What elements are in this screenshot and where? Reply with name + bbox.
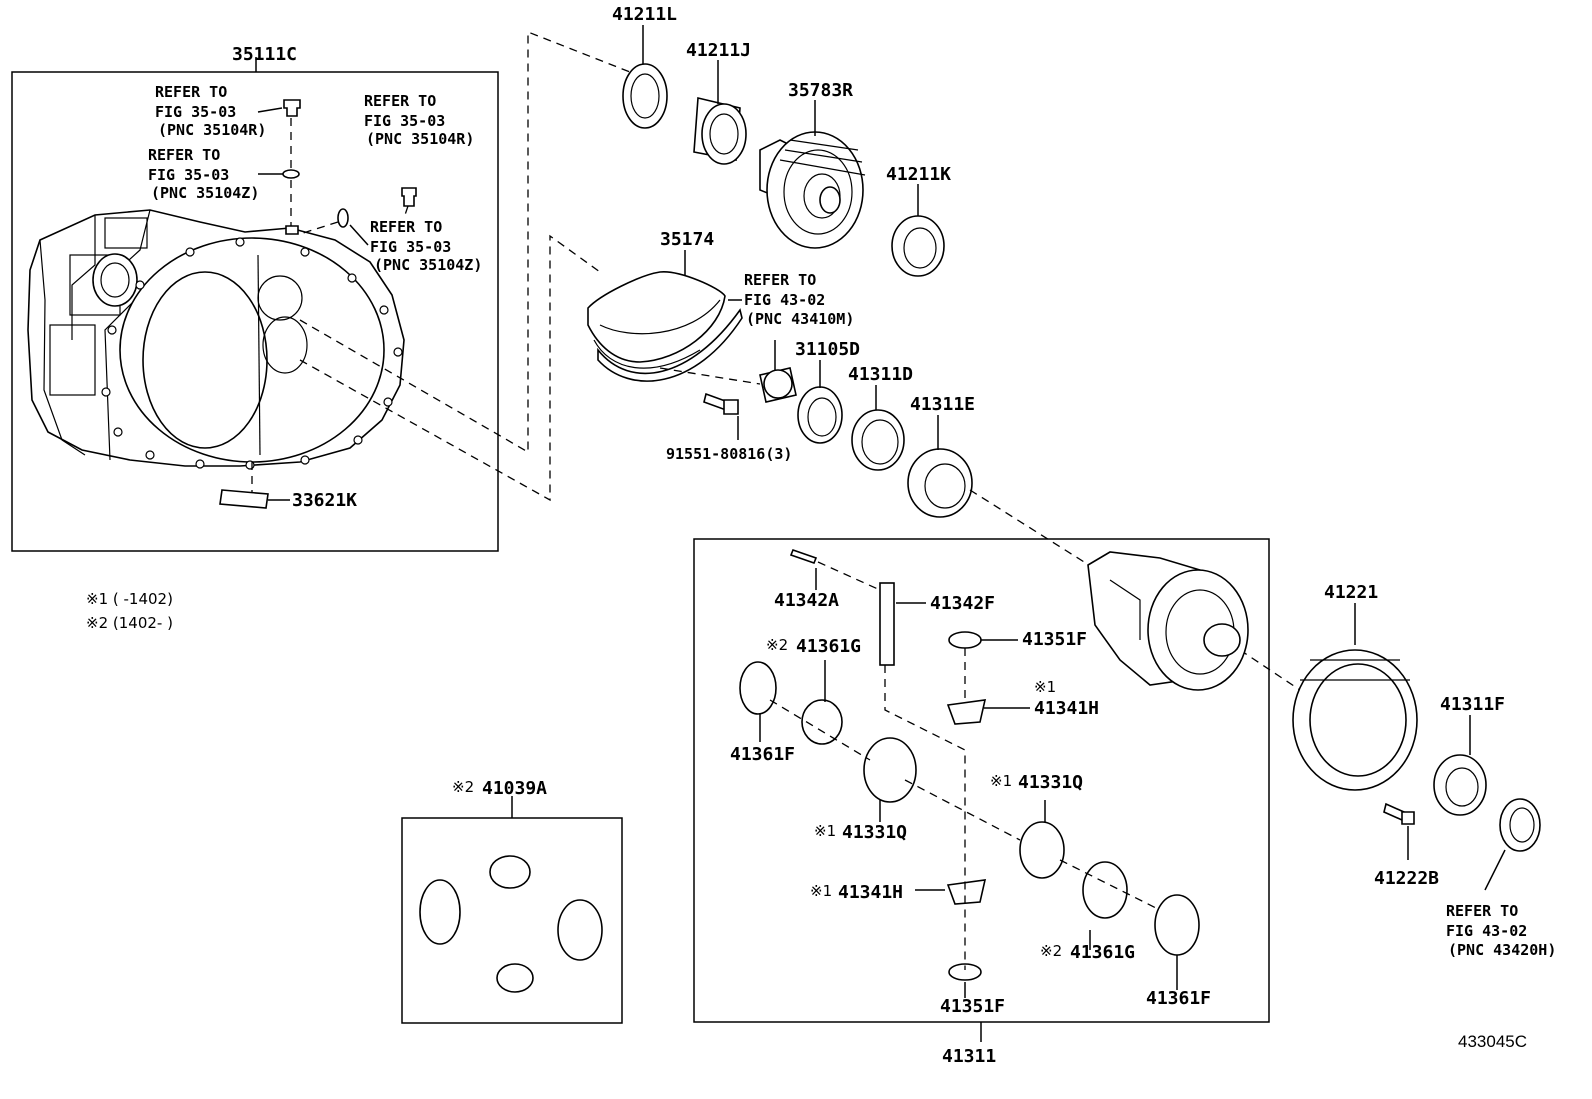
label-41351F-bottom: 41351F: [940, 996, 1005, 1017]
bearing-41211J-illustration: [693, 97, 747, 165]
oil-seal-43420H-illustration: [1499, 798, 1541, 852]
svg-text:REFER TO: REFER TO: [1446, 902, 1518, 920]
label-41331Q-right: 41331Q: [1018, 772, 1083, 793]
label-41361G-top: 41361G: [796, 636, 861, 657]
svg-text:(PNC 35104Z): (PNC 35104Z): [151, 184, 259, 202]
washer-41361F-left-illustration: [739, 661, 777, 715]
washer-41361F-right-illustration: [1154, 894, 1200, 956]
label-33621K: 33621K: [292, 490, 357, 511]
refer-fig-43-02-pnc-43410m: REFER TO FIG 43-02 (PNC 43410M): [744, 271, 854, 328]
oil-seal-41211L-illustration: [622, 63, 668, 129]
label-41361G-bottom: 41361G: [1070, 942, 1135, 963]
label-31105D: 31105D: [795, 339, 860, 360]
svg-text:(PNC 35104R): (PNC 35104R): [158, 121, 266, 139]
refer-fig-35-03-pnc-35104r-right: REFER TO FIG 35-03 (PNC 35104R): [364, 92, 474, 148]
refer-fig-35-03-pnc-35104r-left: REFER TO FIG 35-03 (PNC 35104R): [155, 83, 266, 139]
shim-41311D-illustration: [851, 409, 905, 471]
label-41211L: 41211L: [612, 4, 677, 25]
label-35174: 35174: [660, 229, 714, 250]
oil-seal-41311D-illustration: [797, 386, 843, 444]
pinion-41341H-bottom-illustration: [946, 879, 987, 905]
label-41221: 41221: [1324, 582, 1378, 603]
label-41311E: 41311E: [910, 394, 975, 415]
gear-41331Q-left-illustration: [863, 737, 917, 803]
mark-1-41341H-bottom: ※1: [810, 882, 832, 900]
label-41311F: 41311F: [1440, 694, 1505, 715]
label-41211K: 41211K: [886, 164, 951, 185]
mark-2-41039A: ※2: [452, 778, 474, 796]
refer-fig-35-03-pnc-35104z-right: REFER TO FIG 35-03 (PNC 35104Z): [370, 218, 482, 274]
svg-text:(PNC 43420H): (PNC 43420H): [1448, 941, 1556, 959]
bearing-41311E-illustration: [907, 448, 973, 518]
mark-1-41341H-top: ※1: [1034, 678, 1056, 696]
note-2: ※2 (1402- ): [86, 614, 173, 632]
label-41331Q-left: 41331Q: [842, 822, 907, 843]
label-41361F-left: 41361F: [730, 744, 795, 765]
svg-text:FIG 35-03: FIG 35-03: [364, 112, 445, 130]
svg-text:(PNC 43410M): (PNC 43410M): [746, 310, 854, 328]
svg-text:REFER TO: REFER TO: [370, 218, 442, 236]
note-1: ※1 ( -1402): [86, 590, 173, 608]
svg-text:REFER TO: REFER TO: [155, 83, 227, 101]
svg-text:FIG 35-03: FIG 35-03: [155, 103, 236, 121]
svg-text:FIG 35-03: FIG 35-03: [370, 238, 451, 256]
svg-text:FIG 43-02: FIG 43-02: [744, 291, 825, 309]
label-41361F-right: 41361F: [1146, 988, 1211, 1009]
mark-1-41331Q-right: ※1: [990, 772, 1012, 790]
label-91551-80816: 91551-80816(3): [666, 445, 792, 463]
label-41311D: 41311D: [848, 364, 913, 385]
label-41222B: 41222B: [1374, 868, 1439, 889]
svg-text:FIG 35-03: FIG 35-03: [148, 166, 229, 184]
label-41342F: 41342F: [930, 593, 995, 614]
label-41351F-top: 41351F: [1022, 629, 1087, 650]
label-35111C: 35111C: [232, 44, 297, 65]
svg-text:REFER TO: REFER TO: [364, 92, 436, 110]
mark-2-41361G-bottom: ※2: [1040, 942, 1062, 960]
gear-41331Q-right-illustration: [1019, 821, 1065, 879]
svg-text:(PNC 35104R): (PNC 35104R): [366, 130, 474, 148]
svg-text:FIG 43-02: FIG 43-02: [1446, 922, 1527, 940]
label-41341H-top: 41341H: [1034, 698, 1099, 719]
label-41039A: 41039A: [482, 778, 547, 799]
diagram-id: 433045C: [1458, 1032, 1527, 1051]
mark-1-41331Q-left: ※1: [814, 822, 836, 840]
pin-41342A-illustration: [789, 548, 818, 565]
mark-2-41361G-top: ※2: [766, 636, 788, 654]
transaxle-case-frame: [11, 71, 499, 552]
shaft-41342F-illustration: [879, 582, 895, 666]
svg-text:(PNC 35104Z): (PNC 35104Z): [374, 256, 482, 274]
ring-gear-41221-illustration: [1292, 649, 1418, 791]
svg-text:REFER TO: REFER TO: [148, 146, 220, 164]
washer-41351F-bottom-illustration: [948, 963, 982, 981]
refer-fig-43-02-pnc-43420h: REFER TO FIG 43-02 (PNC 43420H): [1446, 902, 1556, 959]
pinion-kit-41039A-illustration: [419, 855, 603, 993]
pinion-41341H-top-illustration: [946, 699, 987, 725]
washer-41351F-top-illustration: [948, 631, 982, 649]
bolt-41222B-illustration: [1383, 802, 1415, 825]
refer-fig-35-03-pnc-35104z-left: REFER TO FIG 35-03 (PNC 35104Z): [148, 146, 259, 202]
label-41311: 41311: [942, 1046, 996, 1067]
bolt-91551-illustration: [703, 392, 739, 415]
label-35783R: 35783R: [788, 80, 853, 101]
label-41341H-bottom: 41341H: [838, 882, 903, 903]
transaxle-housing-illustration: [27, 99, 417, 509]
bearing-41311F-illustration: [1433, 754, 1487, 816]
bushing-31105D-illustration: [759, 367, 797, 403]
label-41342A: 41342A: [774, 590, 839, 611]
label-41211J: 41211J: [686, 40, 751, 61]
bearing-41211K-illustration: [891, 215, 945, 277]
washer-41361G-bottom-illustration: [1082, 861, 1128, 919]
svg-text:REFER TO: REFER TO: [744, 271, 816, 289]
oil-deflector-35174-illustration: [587, 271, 743, 382]
differential-case-illustration: [1087, 551, 1249, 691]
gear-35783R-illustration: [759, 131, 866, 249]
washer-41361G-top-illustration: [801, 699, 843, 745]
